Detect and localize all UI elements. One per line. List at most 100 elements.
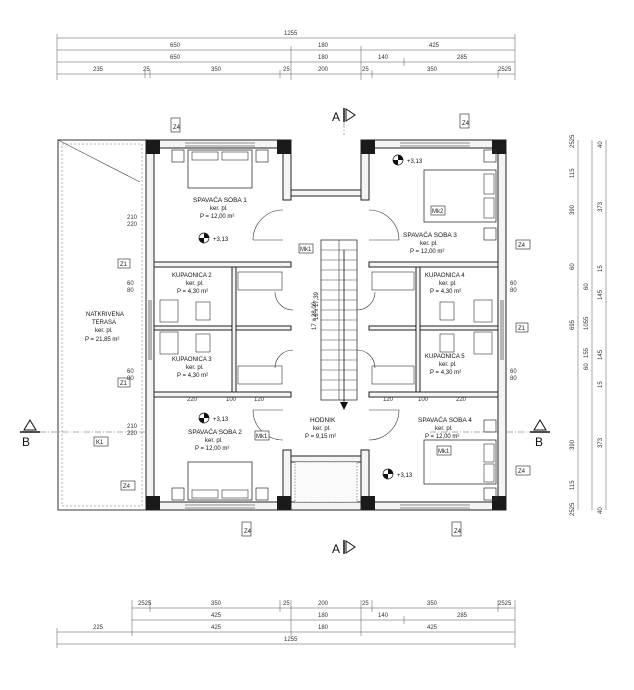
svg-text:B: B	[22, 435, 30, 449]
svg-text:Z4: Z4	[454, 529, 462, 535]
tags: Z4 Z4 Z4 Z4 Z4 Z4 Z1 Z1 Z1 Mk1 Mk1 Mk1 M…	[117, 113, 531, 537]
svg-text:P = 12,00 m²: P = 12,00 m²	[195, 446, 229, 452]
svg-text:Mk1: Mk1	[300, 247, 312, 253]
svg-text:350: 350	[211, 601, 222, 607]
svg-text:SPAVAĆA SOBA 3: SPAVAĆA SOBA 3	[403, 230, 457, 239]
bottom-dimensions: 2525 350 25 200 25 350 2525 425 180 140 …	[56, 600, 516, 648]
svg-text:SPAVAĆA SOBA 4: SPAVAĆA SOBA 4	[418, 415, 472, 424]
room-kupaonica-2: KUPAONICA 2 ker. pl. P = 4,30 m²	[172, 273, 212, 295]
svg-text:Z4: Z4	[518, 469, 526, 475]
terrace-name1: NATKRIVENA	[86, 312, 124, 318]
svg-text:ker. pl.: ker. pl.	[439, 281, 457, 287]
dim-top-r4g: 350	[427, 67, 438, 73]
svg-text:100: 100	[226, 397, 237, 403]
bed-room3	[423, 169, 497, 223]
dim-top-r3a: 650	[170, 55, 181, 61]
doors	[252, 209, 400, 441]
svg-text:390: 390	[570, 439, 576, 450]
svg-text:100: 100	[418, 397, 429, 403]
svg-text:ker. pl.: ker. pl.	[205, 438, 223, 444]
svg-text:80: 80	[510, 376, 517, 382]
level-marker-4: +3,13	[382, 468, 413, 480]
svg-text:B: B	[535, 435, 543, 449]
level-text-3: +3,13	[407, 159, 423, 165]
svg-text:ker. pl.: ker. pl.	[186, 281, 204, 287]
nightstands	[171, 149, 497, 501]
terrace-area: P = 21,85 m²	[85, 337, 119, 343]
svg-text:60: 60	[584, 283, 590, 290]
svg-text:2525: 2525	[570, 502, 576, 516]
room-kupaonica-4: KUPAONICA 4 ker. pl. P = 4,30 m²	[425, 273, 465, 295]
svg-text:40: 40	[598, 507, 604, 514]
svg-text:220: 220	[127, 431, 138, 437]
svg-text:60: 60	[510, 281, 517, 287]
tag-k1: K1	[96, 440, 104, 446]
svg-text:180: 180	[318, 613, 329, 619]
svg-text:2525: 2525	[498, 601, 512, 607]
windows	[148, 142, 504, 509]
tag-z4-terrace: Z4	[123, 484, 131, 490]
svg-text:P = 4,30 m²: P = 4,30 m²	[177, 373, 208, 379]
stair-dim-a: 18 x 17,39	[314, 291, 320, 320]
svg-text:Z4: Z4	[173, 125, 181, 131]
svg-text:120: 120	[254, 397, 265, 403]
level-text-2: +3,13	[213, 417, 229, 423]
svg-text:Z4: Z4	[462, 121, 470, 127]
bed-room1	[187, 149, 253, 189]
terrace-floor: ker. pl.	[95, 328, 113, 334]
level-text-1: +3,13	[213, 237, 229, 243]
svg-text:Mk1: Mk1	[256, 434, 268, 440]
dim-top-r4a: 235	[93, 67, 104, 73]
svg-text:220: 220	[456, 397, 467, 403]
svg-text:15: 15	[598, 381, 604, 388]
dim-top-r4c: 350	[211, 67, 222, 73]
right-dimensions: 2525 115 390 60 695 1055 390 115 2525 40…	[570, 134, 607, 516]
svg-text:ker. pl.: ker. pl.	[313, 426, 331, 432]
svg-text:P = 4,30 m²: P = 4,30 m²	[430, 370, 461, 376]
svg-text:ker. pl.: ker. pl.	[420, 241, 438, 247]
room-spavaca-4: SPAVAĆA SOBA 4 ker. pl. P = 12,00 m²	[418, 415, 472, 440]
svg-text:P = 9,15 m²: P = 9,15 m²	[305, 434, 336, 440]
dim-top-r3d: 285	[457, 55, 468, 61]
svg-text:390: 390	[570, 204, 576, 215]
dim-top-total: 1255	[284, 31, 298, 37]
svg-text:220: 220	[127, 222, 138, 228]
dim-top-r2a: 650	[170, 43, 181, 49]
svg-text:140: 140	[378, 613, 389, 619]
staircase: 18 x 17,39 17 x 28,09	[312, 239, 358, 410]
stair-void	[294, 461, 358, 503]
svg-text:425: 425	[211, 613, 222, 619]
svg-text:P = 12,00 m²: P = 12,00 m²	[200, 214, 234, 220]
dim-top-r4f: 25	[362, 67, 369, 73]
svg-text:KUPAONICA 4: KUPAONICA 4	[425, 273, 465, 279]
svg-text:ker. pl.: ker. pl.	[186, 365, 204, 371]
svg-text:115: 115	[570, 480, 576, 490]
svg-text:373: 373	[598, 201, 604, 212]
svg-text:SPAVAĆA SOBA 1: SPAVAĆA SOBA 1	[193, 195, 247, 204]
level-marker-2: +3,13	[198, 412, 229, 424]
svg-text:425: 425	[427, 625, 438, 631]
room-kupaonica-5: KUPAONICA 5 ker. pl. P = 4,30 m²	[425, 354, 465, 376]
svg-text:Z1: Z1	[518, 326, 526, 332]
svg-text:KUPAONICA 2: KUPAONICA 2	[172, 273, 212, 279]
level-marker-3: +3,13	[392, 154, 423, 166]
svg-text:1255: 1255	[284, 637, 298, 643]
svg-text:425: 425	[211, 625, 222, 631]
svg-text:225: 225	[93, 625, 104, 631]
svg-text:A: A	[332, 110, 340, 124]
svg-text:P = 4,30 m²: P = 4,30 m²	[430, 289, 461, 295]
section-marker-b-right: B	[430, 419, 550, 449]
dim-top-r4b: 25	[143, 67, 150, 73]
svg-text:120: 120	[383, 397, 394, 403]
svg-text:60: 60	[127, 281, 134, 287]
dim-top-r4d: 25	[283, 67, 290, 73]
svg-text:210: 210	[127, 424, 138, 430]
svg-text:60: 60	[584, 363, 590, 370]
svg-text:115: 115	[570, 168, 576, 178]
svg-text:25: 25	[283, 601, 290, 607]
svg-text:2525: 2525	[138, 601, 152, 607]
svg-text:ker. pl.: ker. pl.	[435, 426, 453, 432]
svg-text:373: 373	[598, 437, 604, 448]
dim-top-r2c: 425	[429, 43, 440, 49]
